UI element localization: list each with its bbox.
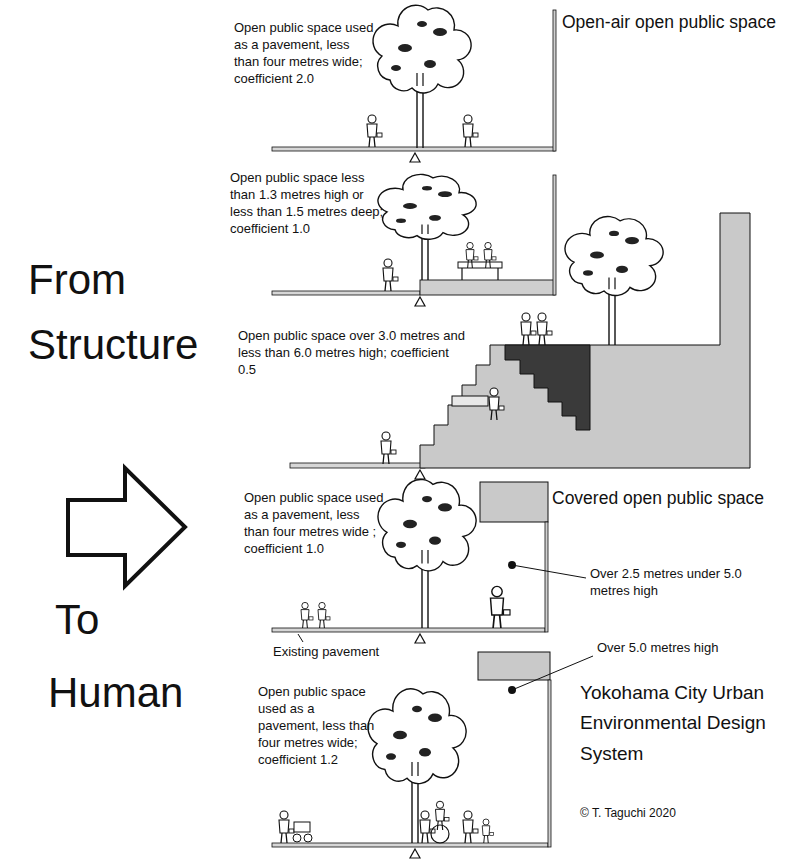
system-title: Yokohama City Urban Environmental Design…	[580, 678, 800, 769]
flow-word: From	[28, 255, 126, 305]
callout-label: Existing pavement	[273, 644, 379, 661]
annotation-text-wrap: Open public space used as a pavement, le…	[258, 684, 376, 768]
category-heading: Open-air open public space	[562, 10, 797, 35]
height-note: Over 5.0 metres high	[597, 640, 718, 657]
flow-word-wrap: From	[28, 255, 126, 305]
annotation-text-wrap: Open public space used as a pavement, le…	[234, 20, 374, 88]
copyright-note-wrap: © T. Taguchi 2020	[580, 806, 676, 822]
annotation-text: Open public space over 3.0 metres and le…	[238, 328, 470, 379]
height-note-wrap: Over 2.5 metres under 5.0 metres high	[590, 566, 755, 600]
annotation-text-wrap: Open public space used as a pavement, le…	[244, 490, 384, 558]
annotation-text-wrap: Open public space less than 1.3 metres h…	[230, 170, 390, 238]
category-heading-wrap: Open-air open public space	[562, 10, 797, 35]
flow-arrow	[68, 468, 185, 586]
flow-word-wrap: To	[55, 595, 99, 645]
system-title-wrap: Yokohama City Urban Environmental Design…	[580, 678, 800, 769]
callout-label-wrap: Existing pavement	[273, 644, 379, 661]
flow-word: To	[55, 595, 99, 645]
annotation-text: Open public space used as a pavement, le…	[258, 684, 376, 768]
annotation-text-wrap: Open public space over 3.0 metres and le…	[238, 328, 470, 379]
flow-word: Human	[48, 668, 183, 718]
copyright-note: © T. Taguchi 2020	[580, 806, 676, 822]
annotation-text: Open public space less than 1.3 metres h…	[230, 170, 390, 238]
height-note: Over 2.5 metres under 5.0 metres high	[590, 566, 755, 600]
flow-word-wrap: Structure	[28, 320, 198, 370]
annotation-text: Open public space used as a pavement, le…	[244, 490, 384, 558]
annotation-text: Open public space used as a pavement, le…	[234, 20, 374, 88]
category-heading-wrap: Covered open public space	[552, 486, 787, 511]
flow-word-wrap: Human	[48, 668, 183, 718]
height-note-wrap: Over 5.0 metres high	[597, 640, 718, 657]
category-heading: Covered open public space	[552, 486, 787, 511]
flow-word: Structure	[28, 320, 198, 370]
